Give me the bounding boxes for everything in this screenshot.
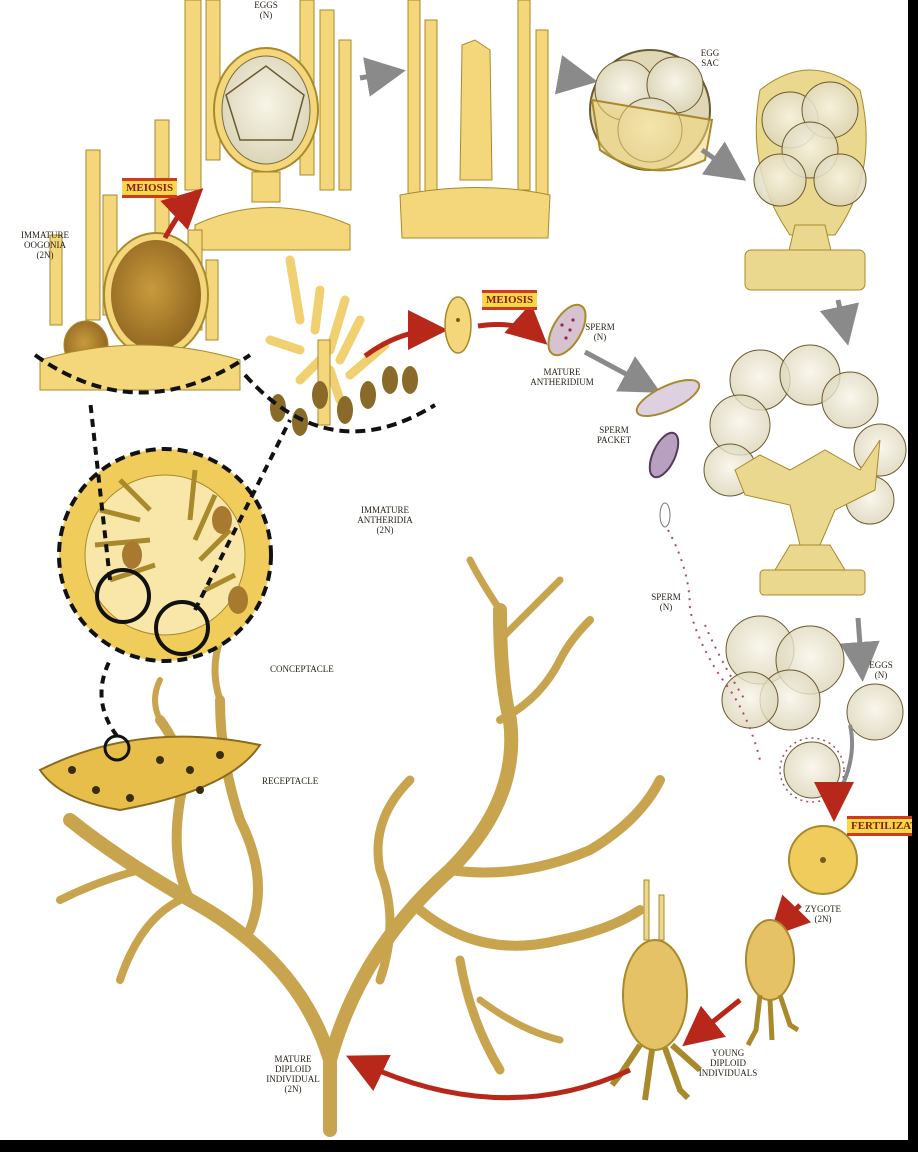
label-zygote: ZYGOTE(2n) bbox=[798, 904, 848, 924]
zygote bbox=[789, 826, 857, 894]
frame-bottom bbox=[0, 1140, 918, 1152]
conceptacle bbox=[59, 449, 271, 661]
panel-oogonium-empty bbox=[400, 0, 550, 238]
label-immature-oogonia: IMMATUREOOGONIA(2n) bbox=[10, 230, 80, 260]
panel-immature-antheridia bbox=[245, 260, 435, 436]
badge-meiosis-antheridia: MEIOSIS bbox=[482, 290, 537, 310]
free-eggs bbox=[722, 616, 903, 802]
label-eggs-right: EGGS(n) bbox=[864, 660, 898, 680]
frame-right bbox=[908, 0, 918, 1152]
arrow-to-mature-antheridium bbox=[478, 325, 540, 339]
label-mature-antheridium: MATUREANTHERIDIUM bbox=[522, 367, 602, 387]
label-sperm-top: SPERM(n) bbox=[580, 322, 620, 342]
label-young-diploid: YOUNGDIPLOIDINDIVIDUALS bbox=[688, 1048, 768, 1078]
arrow-down-1 bbox=[838, 300, 846, 336]
zoom-connector-receptacle bbox=[101, 660, 117, 736]
label-eggs-top: EGGS(n) bbox=[244, 0, 288, 20]
badge-fertilization: FERTILIZATION bbox=[847, 816, 912, 836]
panel-eggs-released bbox=[704, 345, 906, 595]
arrow-young-growth bbox=[690, 1000, 740, 1040]
arrow-eggs-released bbox=[360, 72, 396, 78]
label-receptacle: RECEPTACLE bbox=[262, 776, 352, 786]
label-immature-antheridia: IMMATUREANTHERIDIA(2n) bbox=[340, 505, 430, 535]
single-antheridium bbox=[445, 297, 471, 353]
label-mature-diploid: MATUREDIPLOIDINDIVIDUAL(2n) bbox=[255, 1054, 331, 1094]
sperm-packets bbox=[632, 373, 704, 482]
receptacle bbox=[40, 736, 260, 810]
panel-eggs-oogonium bbox=[185, 0, 351, 250]
badge-meiosis-oogonia: MEIOSIS bbox=[122, 178, 177, 198]
arrow-down-2 bbox=[858, 618, 862, 672]
label-sperm-packet: SPERMPACKET bbox=[592, 425, 636, 445]
arrow-egg-sac-opening bbox=[702, 150, 738, 175]
label-egg-sac: EGGSAC bbox=[692, 48, 728, 68]
label-conceptacle: CONCEPTACLE bbox=[270, 664, 370, 674]
panel-egg-sac bbox=[590, 50, 712, 170]
arrow-to-egg-sac bbox=[560, 75, 588, 80]
panel-eggs-rising bbox=[745, 70, 866, 290]
label-sperm-mid: SPERM(n) bbox=[646, 592, 686, 612]
